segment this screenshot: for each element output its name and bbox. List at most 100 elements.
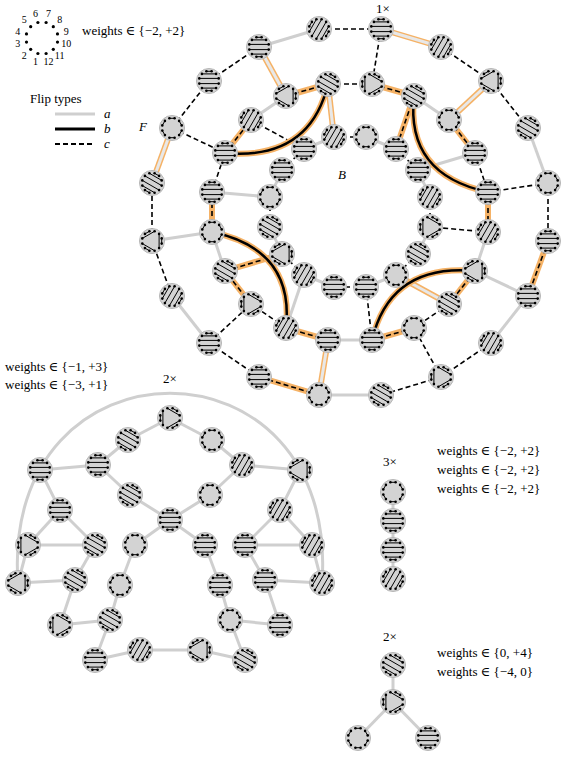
stroke bbox=[383, 518, 402, 519]
stroke bbox=[209, 241, 214, 242]
stroke bbox=[110, 578, 113, 583]
stroke bbox=[362, 337, 381, 338]
stroke bbox=[341, 140, 344, 145]
stroke bbox=[202, 194, 221, 195]
stroke bbox=[200, 488, 203, 493]
stroke bbox=[439, 123, 442, 128]
stroke bbox=[293, 89, 294, 103]
stroke bbox=[113, 610, 118, 613]
stroke bbox=[427, 230, 439, 237]
stroke bbox=[215, 155, 234, 156]
stroke bbox=[309, 19, 316, 31]
stroke bbox=[531, 118, 536, 121]
stroke bbox=[411, 337, 416, 338]
stroke bbox=[125, 430, 137, 437]
stroke bbox=[8, 573, 20, 580]
stroke bbox=[545, 250, 550, 251]
matching-circle bbox=[48, 613, 73, 638]
stroke bbox=[260, 224, 277, 234]
stroke bbox=[538, 186, 541, 191]
stroke bbox=[248, 113, 258, 130]
matching-circle bbox=[354, 125, 379, 150]
stroke bbox=[202, 535, 207, 536]
stroke bbox=[393, 158, 398, 159]
stroke bbox=[363, 127, 368, 128]
stroke bbox=[327, 127, 337, 144]
stroke bbox=[254, 117, 261, 129]
stroke bbox=[65, 577, 82, 587]
stroke bbox=[421, 321, 424, 326]
stroke bbox=[309, 538, 319, 555]
stroke bbox=[478, 189, 497, 190]
stroke bbox=[327, 279, 341, 280]
stroke bbox=[386, 569, 396, 586]
matching-circle bbox=[300, 533, 325, 558]
stroke bbox=[103, 613, 120, 623]
stroke bbox=[248, 650, 253, 653]
stroke bbox=[206, 90, 211, 91]
stroke bbox=[249, 44, 268, 45]
matching-disc bbox=[213, 259, 238, 284]
matching-circle bbox=[233, 533, 258, 558]
matching-circle bbox=[274, 84, 299, 109]
stroke bbox=[390, 540, 395, 541]
stroke bbox=[293, 331, 296, 336]
stroke bbox=[390, 511, 395, 512]
stroke bbox=[145, 248, 150, 251]
stroke bbox=[273, 217, 278, 220]
stroke bbox=[495, 235, 498, 240]
stroke bbox=[294, 146, 313, 147]
matching-circle bbox=[98, 608, 123, 633]
stroke bbox=[518, 131, 530, 138]
matching-circle bbox=[160, 116, 185, 141]
matching-circle bbox=[402, 84, 427, 109]
stroke bbox=[400, 485, 403, 490]
stroke bbox=[258, 587, 272, 588]
stroke bbox=[244, 110, 254, 127]
stroke bbox=[145, 176, 162, 186]
stroke bbox=[411, 177, 425, 178]
stroke bbox=[404, 93, 421, 103]
stroke bbox=[241, 113, 244, 118]
stroke bbox=[50, 512, 69, 513]
matching-circle bbox=[406, 158, 431, 183]
matching-circle bbox=[268, 498, 293, 523]
matching-disc bbox=[200, 428, 225, 453]
stroke bbox=[202, 433, 205, 438]
stroke bbox=[131, 430, 136, 433]
stroke bbox=[422, 220, 423, 234]
stroke bbox=[404, 321, 407, 326]
matching-disc bbox=[369, 17, 394, 42]
matching-circle bbox=[429, 35, 454, 60]
matching-disc bbox=[384, 137, 409, 162]
matching-circle bbox=[258, 215, 283, 240]
matching-disc bbox=[418, 185, 443, 210]
stroke bbox=[25, 548, 37, 555]
stroke bbox=[521, 121, 538, 131]
stroke bbox=[375, 91, 380, 94]
matching-circle bbox=[108, 573, 133, 598]
matching-disc bbox=[516, 284, 541, 309]
stroke bbox=[167, 529, 172, 530]
matching-circle bbox=[322, 125, 347, 150]
stroke bbox=[446, 129, 451, 130]
stroke bbox=[538, 176, 541, 181]
matching-disc bbox=[28, 458, 53, 483]
stroke bbox=[142, 538, 145, 543]
matching-disc bbox=[63, 568, 88, 593]
stroke bbox=[315, 573, 325, 590]
stroke bbox=[294, 151, 313, 152]
stroke bbox=[267, 187, 272, 188]
stroke bbox=[179, 121, 182, 126]
stroke bbox=[468, 145, 482, 146]
matching-circle bbox=[322, 275, 347, 300]
stroke bbox=[324, 130, 327, 135]
stroke bbox=[254, 311, 259, 314]
stroke bbox=[218, 160, 232, 161]
stroke bbox=[120, 498, 132, 505]
stroke bbox=[356, 130, 359, 135]
stroke bbox=[390, 482, 395, 483]
stroke bbox=[37, 479, 42, 480]
stroke bbox=[243, 297, 244, 311]
stroke bbox=[63, 632, 68, 635]
